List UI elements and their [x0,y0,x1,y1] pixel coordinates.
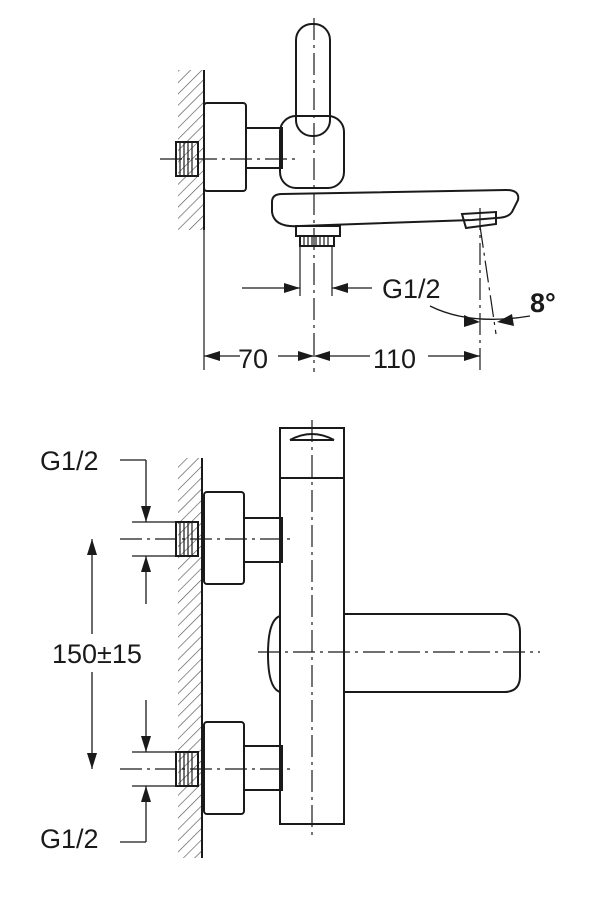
spout-front-body [343,613,521,693]
bottom-outlet-top [295,225,341,237]
dim-70: 70 [238,344,268,374]
mixer-body-top [279,115,345,189]
wall-flange-top [203,102,247,192]
aerator-top [460,210,497,230]
dim-150: 150±15 [52,639,142,669]
connector-upper [243,517,283,563]
spout-front [266,615,281,693]
wall-hatch-top [178,70,204,230]
thread-label-upper: G1/2 [40,446,99,476]
dim-110: 110 [373,344,416,374]
lever-handle-top [295,23,331,137]
connector-top [245,127,283,169]
wall-hatch-front [178,458,202,858]
thread-label-side: G1/2 [382,274,441,304]
side-view: G1/2 8° 70 110 [160,18,556,374]
thread-label-lower: G1/2 [40,824,99,854]
spout-top [271,188,520,228]
angle-label: 8° [530,288,556,318]
flange-upper [203,491,245,585]
flange-lower [203,721,245,815]
connector-lower [243,745,283,791]
bottom-thread-top [299,235,335,247]
front-view: G1/2 G1/2 150±15 [40,420,540,858]
